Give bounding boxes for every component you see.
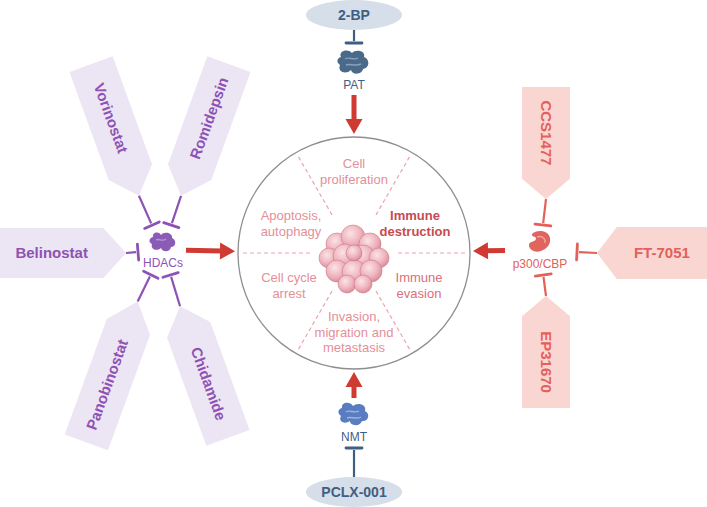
enzyme-icon-wrap [148, 230, 178, 254]
inhibition-bar [575, 244, 579, 260]
arrow-shaft [352, 385, 357, 398]
inhibition-shaft [543, 199, 546, 223]
hallmark-label: Immune evasion [384, 270, 454, 301]
tumor-cell [354, 275, 372, 293]
inhibition-shaft [172, 196, 181, 223]
enzyme-node: HDACs [140, 227, 186, 273]
inhibition-shaft [171, 277, 180, 306]
drug-box: FT-7051 [597, 227, 707, 279]
inhibition-shaft [353, 30, 355, 41]
sector-divider [398, 252, 468, 253]
circle-border [238, 137, 470, 369]
inhibition-shaft [544, 277, 546, 296]
enzyme-icon [148, 230, 178, 254]
enzyme-icon-wrap [336, 400, 372, 428]
inhibition-bar [346, 447, 362, 450]
inhibition-line [126, 244, 139, 260]
inhibition-line [139, 196, 159, 229]
node-label: 2-BP [338, 7, 370, 24]
arrow-shaft [486, 248, 505, 253]
inhibition-shaft [139, 196, 151, 224]
drug-box: Romidepsin [159, 56, 250, 203]
inhibition-line [577, 244, 597, 260]
inhibition-shaft [126, 251, 136, 254]
sector-divider [240, 252, 310, 253]
node-label: PCLX-001 [321, 484, 386, 501]
enzyme-icon-wrap [336, 48, 372, 76]
enzyme-icon-wrap [525, 229, 555, 255]
ellipse-fill [306, 0, 402, 30]
activation-arrow [346, 372, 363, 398]
inhibition-line [535, 274, 551, 296]
hallmark-label: Cell proliferation [309, 156, 399, 187]
node-label: PAT [343, 78, 365, 92]
pentagon-fill [597, 227, 707, 279]
enzyme-icon [525, 229, 555, 255]
hallmark-label: Invasion, migration and metastasis [304, 309, 404, 356]
inhibition-bar [164, 223, 179, 228]
inhibition-bar [144, 271, 158, 278]
inhibition-line [535, 199, 551, 226]
inhibition-bar [145, 222, 160, 228]
arrow-head [473, 242, 488, 259]
arrow-head [346, 372, 363, 387]
drug-ellipse: PCLX-001 [306, 477, 402, 507]
pentagon-fill [65, 294, 160, 451]
drug-ellipse: 2-BP [306, 0, 402, 30]
pentagon-fill [522, 87, 570, 199]
drug-box: Vorinostat [69, 56, 160, 203]
arrow-shaft [352, 95, 357, 121]
enzyme-node: p300/CBP [505, 227, 575, 273]
activation-arrow [473, 242, 505, 259]
inhibition-bar [163, 273, 178, 278]
inhibition-bar [535, 274, 551, 276]
inhibition-shaft [579, 251, 597, 254]
drug-box: EP31670 [522, 296, 570, 408]
node-label: HDACs [143, 256, 183, 270]
activation-arrow [346, 95, 363, 134]
drug-box: Belinostat [0, 228, 126, 278]
inhibition-line [346, 448, 362, 477]
node-label: p300/CBP [513, 257, 568, 271]
drug-box: CCS1477 [522, 87, 570, 199]
inhibition-line [163, 273, 180, 307]
node-label: CCS1477 [537, 100, 555, 165]
inhibition-bar [535, 224, 551, 226]
hallmark-label: Immune destruction [375, 208, 455, 239]
hallmark-label: Cell cycle arrest [254, 270, 324, 301]
ellipse-fill [306, 477, 402, 507]
inhibition-bar [137, 244, 138, 260]
node-label: NMT [341, 430, 367, 444]
pentagon-fill [69, 56, 160, 203]
inhibition-line [164, 196, 181, 228]
enzyme-node: PAT [332, 45, 376, 95]
arrow-head [346, 119, 363, 134]
hallmark-circle: Cell proliferationImmune destructionImmu… [237, 136, 471, 370]
arrow-shaft [186, 248, 222, 254]
node-label: EP31670 [537, 331, 555, 393]
inhibition-line [138, 271, 158, 301]
node-label: FT-7051 [634, 244, 690, 262]
tumor-cell [346, 245, 362, 261]
pentagon-fill [0, 228, 126, 278]
node-label: Belinostat [15, 244, 88, 262]
inhibition-shaft [353, 450, 355, 477]
tumor-cell [338, 275, 356, 293]
drug-box: Chidamide [158, 298, 249, 445]
enzyme-icon [336, 48, 372, 76]
drug-box: Panobinostat [65, 294, 160, 451]
arrow-head [220, 242, 235, 259]
activation-arrow [186, 242, 235, 259]
inhibition-bar [346, 42, 362, 45]
inhibition-shaft [138, 277, 150, 302]
pentagon-fill [159, 56, 250, 203]
enzyme-icon [336, 400, 372, 428]
pentagon-fill [522, 296, 570, 408]
hallmark-label: Apoptosis, autophagy [253, 208, 329, 239]
pentagon-fill [158, 298, 249, 445]
enzyme-node: NMT [332, 398, 376, 446]
inhibition-line [346, 30, 362, 43]
